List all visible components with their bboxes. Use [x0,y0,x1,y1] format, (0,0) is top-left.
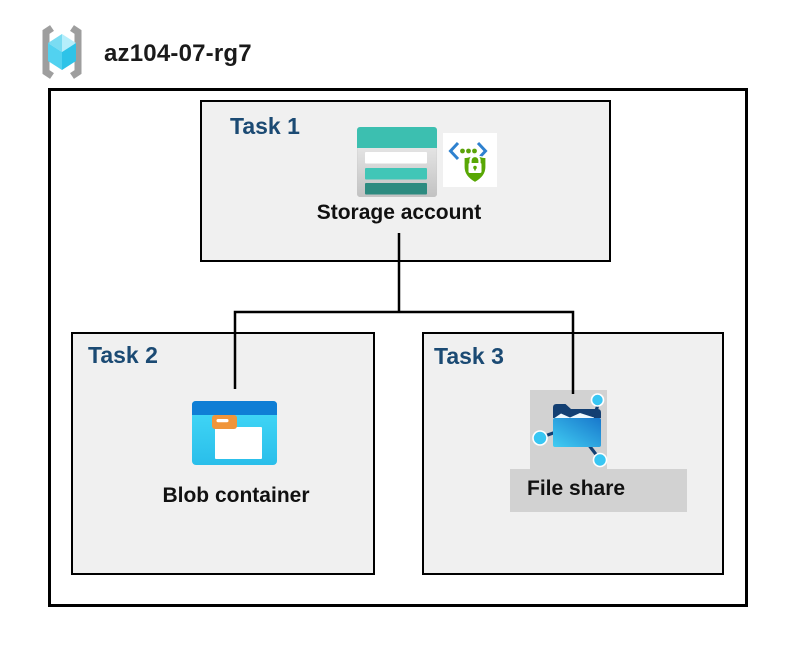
resource-group-icon [42,25,82,79]
code-shield-lock-icon [443,133,497,187]
resource-group-name: az104-07-rg7 [104,40,252,67]
blob-container-label: Blob container [162,484,310,507]
task-1-label: Task 1 [230,113,300,139]
blob-container-icon [192,401,277,465]
file-share-label: File share [527,477,626,500]
file-share-icon [532,393,608,468]
task-2-box: Task 2 [71,332,375,575]
storage-account-icon [357,127,437,197]
task-2-label: Task 2 [88,342,158,368]
file-share-label-highlight [510,469,687,512]
task-3-label: Task 3 [434,343,504,369]
storage-account-label: Storage account [316,201,482,224]
